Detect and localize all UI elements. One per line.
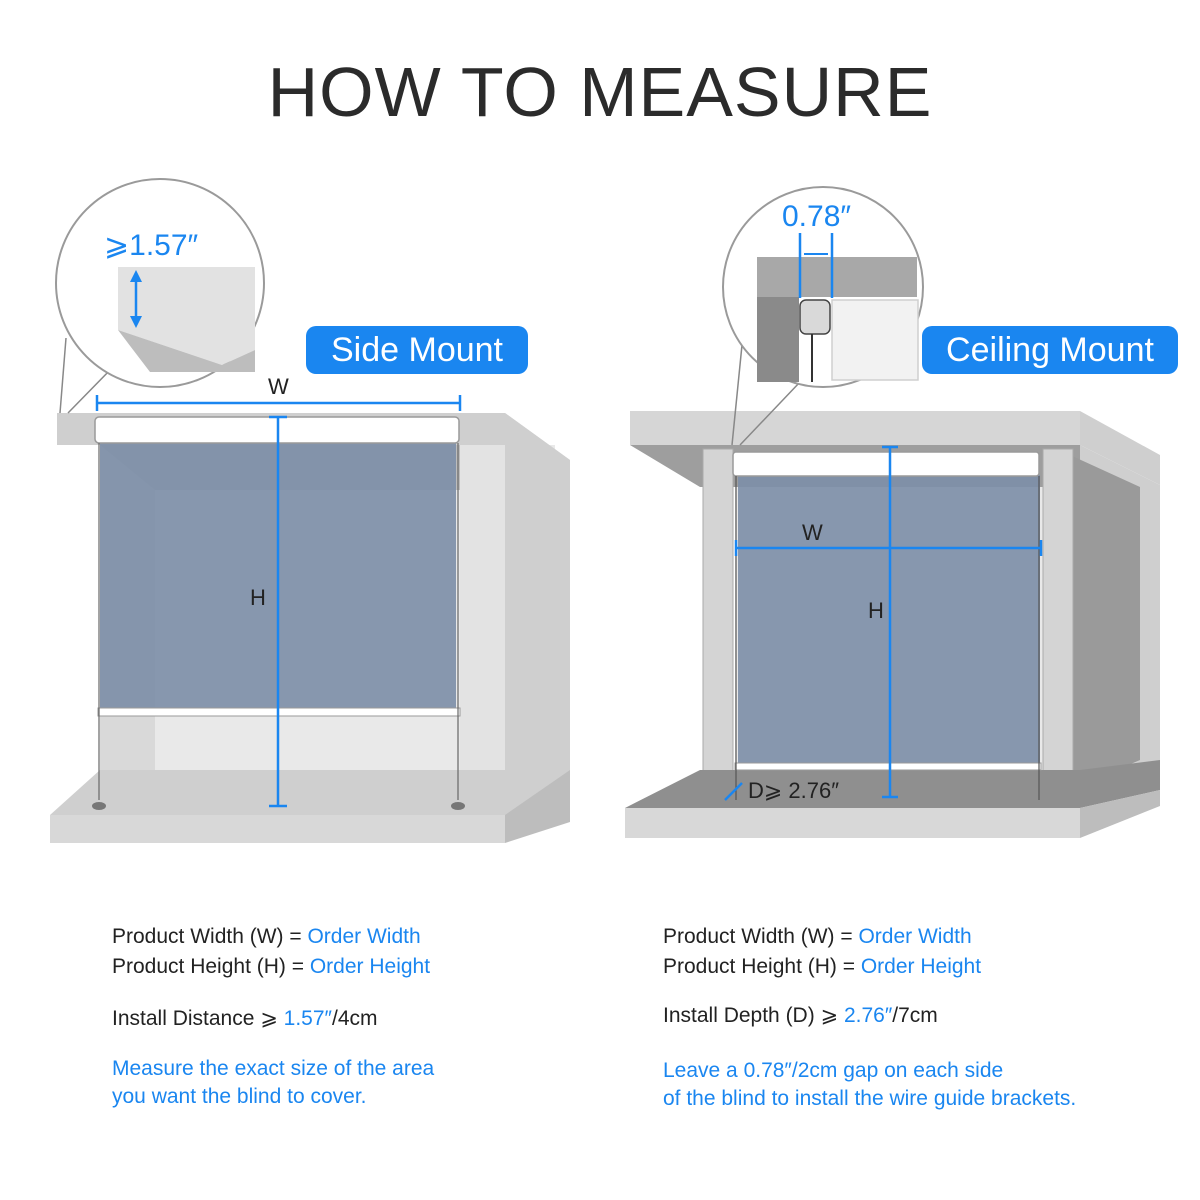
side-width-formula: Product Width (W) = Order Width: [112, 925, 421, 948]
side-callout-shadow: [118, 330, 255, 372]
side-callout-label: ⩾1.57″: [104, 229, 199, 262]
ceiling-install-depth: Install Depth (D) ⩾ 2.76″/7cm: [663, 1004, 938, 1027]
ceil-callout-ceiling: [757, 257, 917, 297]
side-floor-front: [50, 815, 505, 843]
side-callout-ceiling: [118, 267, 255, 365]
ceil-callout-bracket: [799, 299, 831, 335]
ceil-callout-blind: [831, 299, 919, 381]
side-callout-connector-b: [67, 367, 113, 414]
ceil-floor-front: [625, 808, 1080, 838]
ceil-floor-side: [1080, 790, 1160, 838]
side-height-formula: Product Height (H) = Order Height: [112, 955, 431, 978]
side-mount-illustration: [50, 178, 570, 843]
ceil-callout-wall: [757, 297, 799, 382]
ceil-right-wall-inner: [1070, 455, 1140, 790]
ceil-floor-top: [625, 760, 1160, 808]
side-right-wall-inner: [460, 445, 505, 770]
ceiling-height-label: H: [868, 598, 884, 623]
ceiling-width-label: W: [802, 520, 823, 545]
side-floor-top: [50, 770, 570, 820]
side-callout-arrowhead-bottom: [130, 316, 142, 328]
side-callout-connector-a: [59, 337, 67, 414]
ceil-ceiling-side: [1080, 411, 1160, 485]
ceiling-note: Leave a 0.78″/2cm gap on each side of th…: [663, 1059, 1077, 1110]
side-note: Measure the exact size of the area you w…: [112, 1057, 435, 1108]
side-bracket-left: [92, 802, 106, 810]
side-bracket-right: [451, 802, 465, 810]
side-floor-side: [505, 770, 570, 843]
ceil-right-pillar: [1042, 448, 1074, 802]
ceiling-info-block: Product Width (W) = Order Width Product …: [663, 922, 981, 982]
ceil-callout-connector-a: [731, 344, 743, 446]
ceil-depth-line: [724, 782, 743, 801]
ceiling-width-formula: Product Width (W) = Order Width: [663, 925, 972, 948]
side-install-distance: Install Distance ⩾ 1.57″/4cm: [112, 1007, 378, 1030]
ceiling-mount-badge: Ceiling Mount: [922, 326, 1178, 374]
page-title: HOW TO MEASURE: [267, 53, 933, 131]
side-mount-badge: Side Mount: [306, 326, 528, 374]
side-width-label: W: [268, 374, 289, 399]
ceiling-mount-illustration: [625, 186, 1160, 838]
ceil-ceiling-front: [630, 411, 1080, 445]
ceiling-callout-label: 0.78″: [782, 200, 852, 233]
ceil-headrail: [732, 451, 1040, 477]
side-right-wall: [505, 413, 570, 820]
ceil-callout-connector-b: [739, 381, 801, 446]
side-height-label: H: [250, 585, 266, 610]
side-info-block: Product Width (W) = Order Width Product …: [112, 922, 430, 982]
side-callout-arrowhead-top: [130, 270, 142, 282]
ceiling-height-formula: Product Height (H) = Order Height: [663, 955, 982, 978]
ceil-left-pillar: [702, 448, 734, 802]
ceil-bottom-bar: [734, 762, 1042, 771]
ceiling-depth-label: D⩾ 2.76″: [748, 778, 840, 803]
